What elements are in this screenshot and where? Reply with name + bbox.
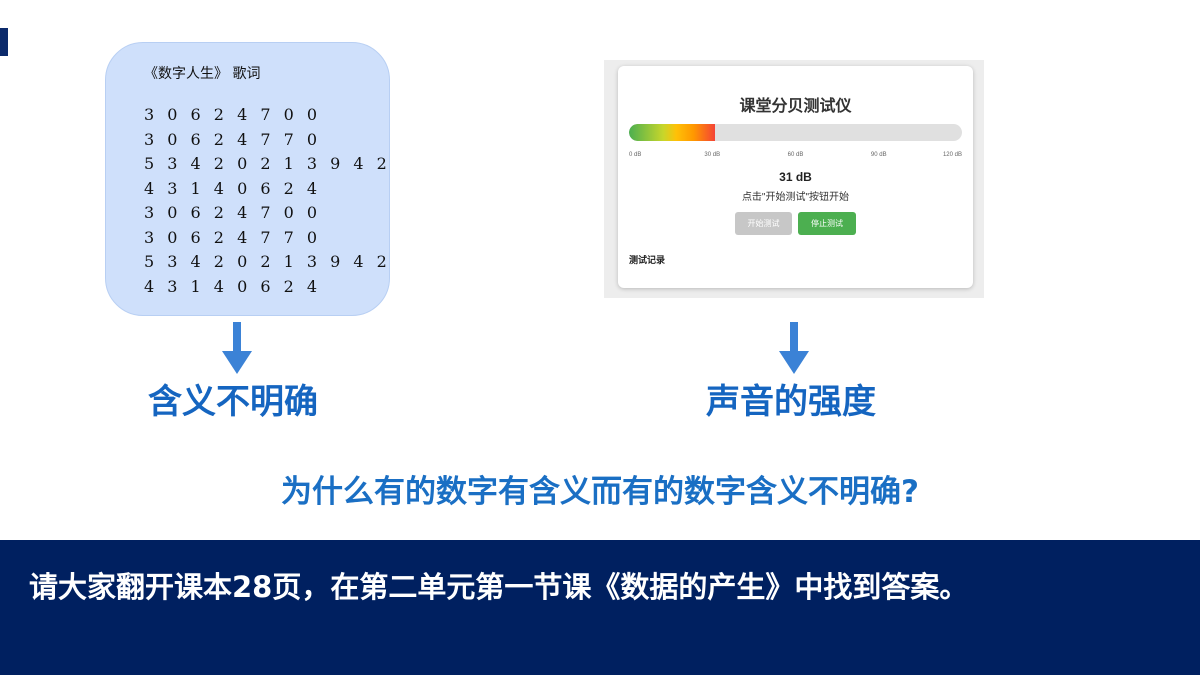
meter-level-fill bbox=[629, 124, 716, 141]
meter-scale-label: 60 dB bbox=[787, 152, 804, 158]
lyrics-lines: 3 0 6 2 4 7 0 0 3 0 6 2 4 7 7 0 5 3 4 2 … bbox=[144, 103, 389, 299]
meter-title: 课堂分贝测试仪 bbox=[739, 98, 852, 115]
question-text: 为什么有的数字有含义而有的数字含义不明确? bbox=[281, 474, 919, 510]
footer-band: 请大家翻开课本28页，在第二单元第一节课《数据的产生》中找到答案。 bbox=[0, 540, 1200, 675]
lyrics-line: 4 3 1 4 0 6 2 4 bbox=[144, 178, 322, 198]
start-test-button[interactable]: 开始测试 bbox=[735, 212, 792, 235]
instruction-text: 请大家翻开课本28页，在第二单元第一节课《数据的产生》中找到答案。 bbox=[29, 570, 969, 604]
test-log-heading: 测试记录 bbox=[629, 255, 666, 265]
arrow-down-icon bbox=[779, 322, 809, 374]
meter-scale-label: 0 dB bbox=[629, 152, 642, 158]
meter-scale-label: 90 dB bbox=[870, 152, 887, 158]
lyrics-line: 4 3 1 4 0 6 2 4 bbox=[144, 276, 322, 296]
lyrics-line: 5 3 4 2 0 2 1 3 9 4 2 bbox=[144, 252, 391, 271]
lyrics-line: 3 0 6 2 4 7 7 0 bbox=[144, 129, 322, 149]
lyrics-line: 3 0 6 2 4 7 7 0 bbox=[144, 227, 322, 247]
meter-level-bar bbox=[629, 124, 962, 141]
lyrics-line: 3 0 6 2 4 7 0 0 bbox=[144, 203, 322, 222]
lyrics-card: 《数字人生》 歌词 3 0 6 2 4 7 0 0 3 0 6 2 4 7 7 … bbox=[105, 42, 390, 316]
meter-scale: 0 dB 30 dB 60 dB 90 dB 120 dB bbox=[629, 152, 962, 162]
meter-value-readout: 31 dB bbox=[779, 170, 812, 184]
meter-scale-label: 30 dB bbox=[704, 152, 721, 158]
stop-test-button[interactable]: 停止测试 bbox=[798, 212, 856, 235]
meter-status-text: 点击"开始测试"按钮开始 bbox=[741, 192, 850, 203]
caption-sound-intensity: 声音的强度 bbox=[706, 382, 876, 422]
lyrics-line: 5 3 4 2 0 2 1 3 9 4 2 bbox=[144, 154, 391, 173]
decibel-meter-card: 课堂分贝测试仪 0 dB 30 dB 60 dB 90 dB 120 dB 31… bbox=[618, 66, 973, 288]
caption-ambiguous-meaning: 含义不明确 bbox=[148, 382, 318, 422]
corner-mark bbox=[0, 28, 8, 56]
lyrics-title: 《数字人生》 歌词 bbox=[144, 66, 261, 82]
arrow-down-icon bbox=[222, 322, 252, 374]
decibel-meter-screenshot: 课堂分贝测试仪 0 dB 30 dB 60 dB 90 dB 120 dB 31… bbox=[604, 60, 984, 298]
meter-scale-label: 120 dB bbox=[942, 152, 962, 158]
lyrics-line: 3 0 6 2 4 7 0 0 bbox=[144, 105, 322, 124]
